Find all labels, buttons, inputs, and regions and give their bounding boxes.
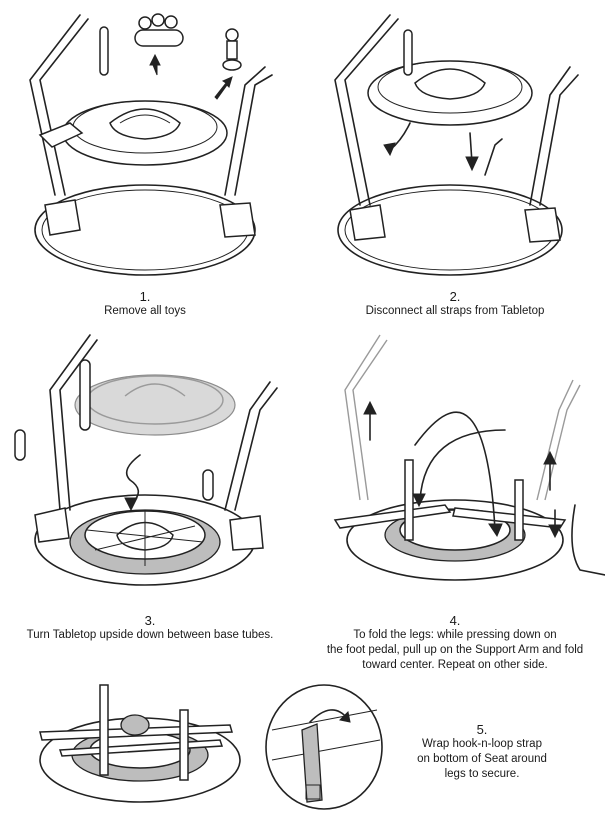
step-2-text: Disconnect all straps from Tabletop — [365, 305, 545, 317]
step-5-text-line-1: Wrap hook-n-loop strap — [422, 738, 542, 750]
step-4-text-line-1: To fold the legs: while pressing down on — [353, 629, 557, 641]
toy-stack-icon — [134, 13, 184, 47]
toy-bear-icon — [222, 28, 242, 71]
step-4-text-line-2: the foot pedal, pull up on the Support A… — [326, 644, 584, 656]
step-2-illustration — [310, 5, 590, 285]
step-1-number: 1. — [139, 289, 151, 304]
step-1-text: Remove all toys — [104, 305, 186, 317]
step-2-number: 2. — [449, 289, 461, 304]
step-2-caption: 2. Disconnect all straps from Tabletop — [310, 289, 600, 319]
step-5-illustration — [30, 670, 255, 815]
step-5-text-line-2: on bottom of Seat around — [417, 753, 547, 765]
step-3-illustration — [5, 330, 295, 595]
step-4-number: 4. — [449, 613, 461, 628]
step-3-number: 3. — [144, 613, 156, 628]
step-5-detail-illustration — [262, 680, 387, 815]
step-1-illustration — [10, 5, 280, 285]
step-4-text-line-3: toward center. Repeat on other side. — [362, 659, 548, 671]
step-4-illustration — [305, 330, 605, 595]
step-5-number: 5. — [476, 722, 488, 737]
step-4-caption: 4. To fold the legs: while pressing down… — [305, 613, 605, 673]
step-5-caption: 5. Wrap hook-n-loop strap on bottom of S… — [392, 722, 572, 782]
step-3-text: Turn Tabletop upside down between base t… — [26, 629, 274, 641]
step-1-caption: 1. Remove all toys — [10, 289, 280, 319]
step-3-caption: 3. Turn Tabletop upside down between bas… — [5, 613, 295, 643]
step-5-text-line-3: legs to secure. — [444, 768, 520, 780]
